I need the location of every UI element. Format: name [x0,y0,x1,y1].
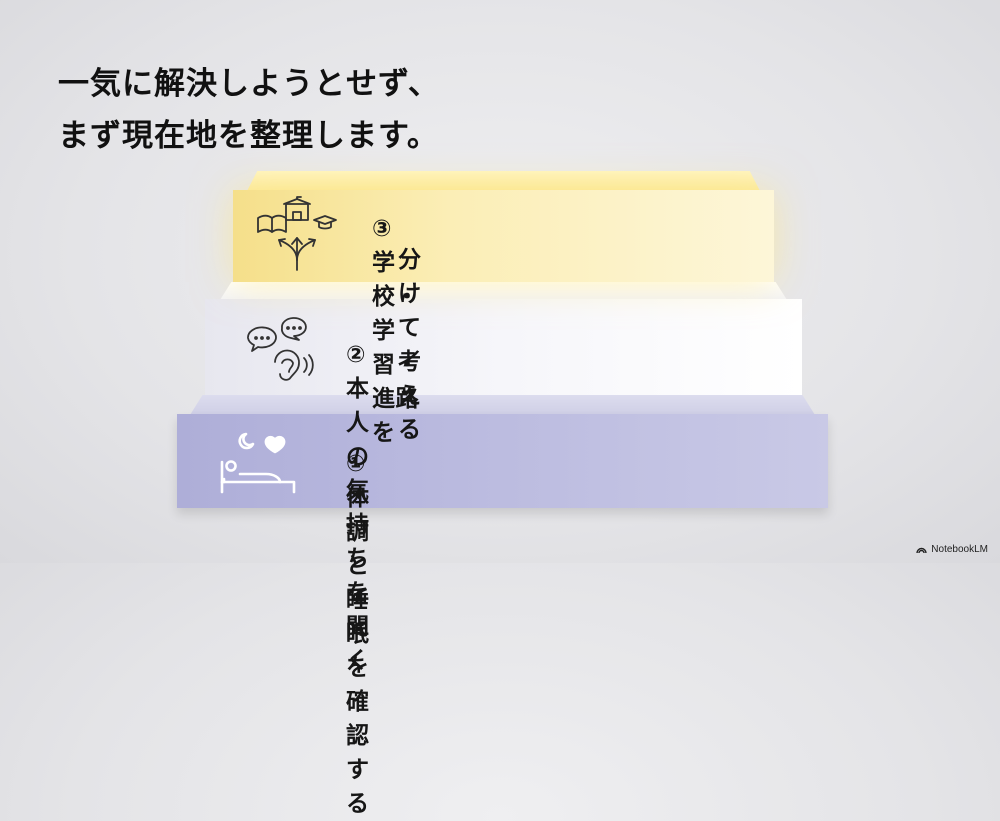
step-2-face [205,299,802,395]
step-3-top-surface [247,171,760,191]
listening-ear-icon [247,317,314,381]
step-3-label-line-2: 分けて考える [398,247,422,443]
step-3-face [233,190,774,282]
crossroads-school-icon [257,196,337,271]
headline-line-2: まず現在地を整理します。 [58,118,439,154]
headline-line-1: 一気に解決しようとせず、 [58,66,440,102]
step-3-label-line-1: ③ 学校・学習・進路を [372,216,419,446]
bed-icon [220,432,296,494]
headline: 一気に解決しようとせず、 まず現在地を整理します。 [58,58,440,162]
brand-name: NotebookLM [931,544,988,555]
step-2-top-surface [220,282,787,300]
notebooklm-logo-icon [916,547,927,554]
step-1-top-surface [190,395,815,415]
step-1-face [177,414,828,508]
step-2-label: ② 本人の気持ちを聞く [346,342,370,674]
brand-watermark: NotebookLM [916,544,988,555]
